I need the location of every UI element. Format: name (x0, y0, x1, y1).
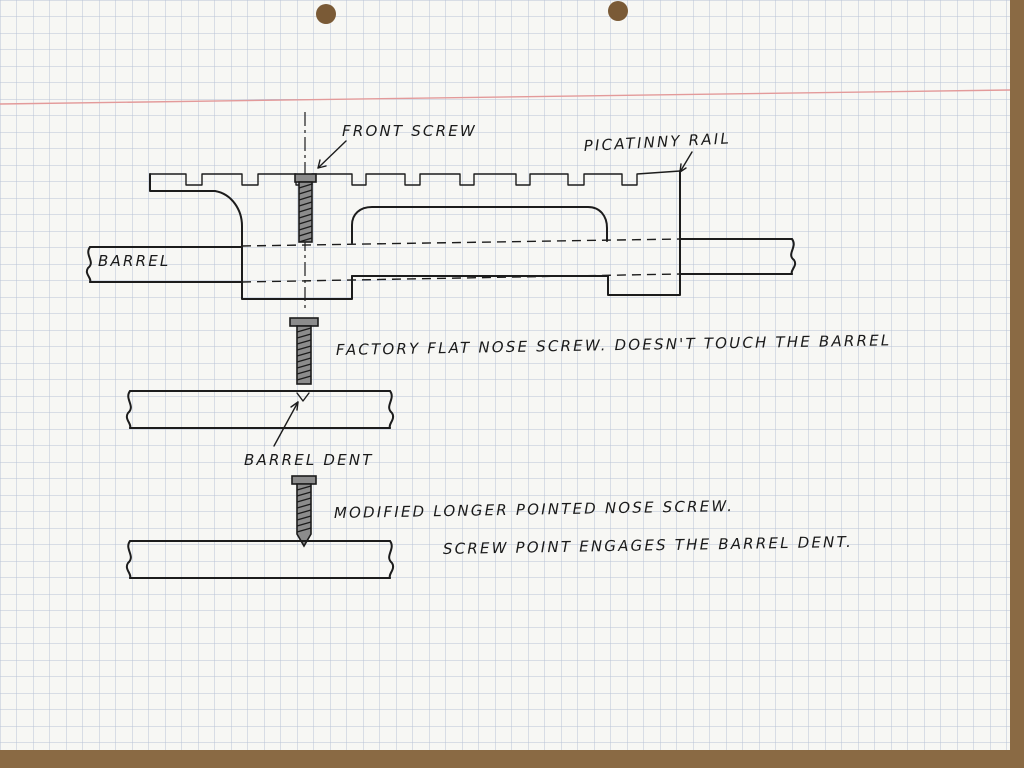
barrel-dent-mark (296, 392, 310, 402)
rail-assembly (85, 112, 797, 308)
punch-hole-left (316, 4, 336, 24)
barrel-label: BARREL (98, 252, 170, 270)
front-screw-label: FRONT SCREW (342, 122, 477, 140)
punch-hole-right (608, 1, 628, 21)
barrel-dent-label: BARREL DENT (244, 451, 374, 469)
factory-screw-section (125, 317, 395, 447)
modified-screw-section (125, 475, 395, 579)
margin-line (0, 89, 1011, 105)
graph-paper (0, 0, 1011, 750)
picatinny-rail (149, 170, 681, 300)
pointed-nose-screw-icon (291, 475, 317, 548)
barrel-middle (125, 390, 395, 429)
barrel-bottom (125, 540, 395, 579)
rail-leader (679, 151, 693, 173)
front-screw-leader (317, 140, 347, 169)
flat-nose-screw-icon (289, 317, 319, 385)
barrel-dent-leader (273, 401, 299, 447)
front-screw-icon (294, 173, 317, 243)
